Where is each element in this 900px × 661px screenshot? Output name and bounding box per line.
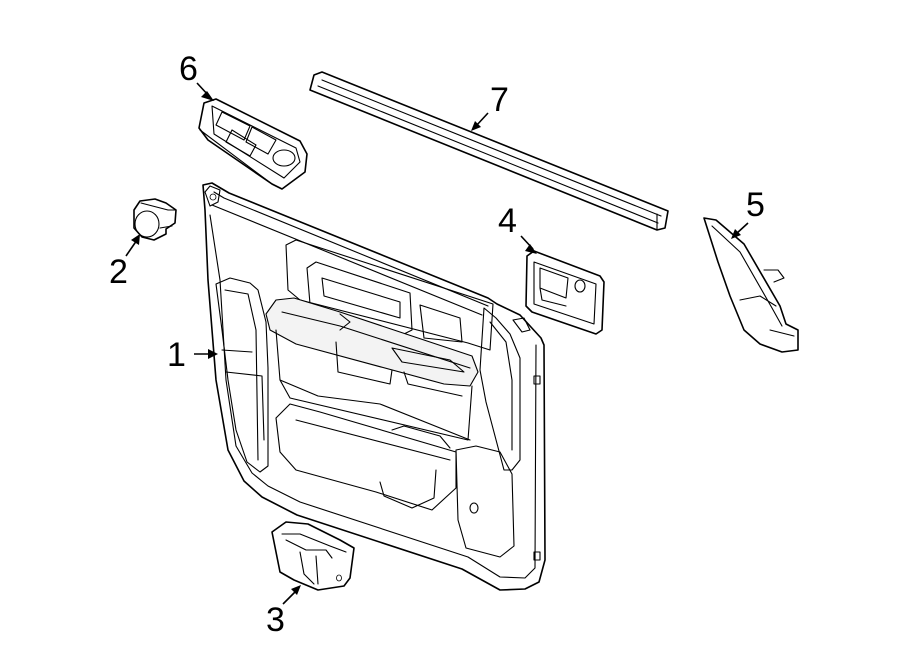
- leader-7: [471, 112, 489, 131]
- part-1-door-trim-panel: [202, 182, 546, 591]
- part-5-sail-panel: [703, 217, 799, 353]
- leader-4: [520, 235, 537, 254]
- leader-5: [731, 222, 749, 239]
- callout-5: 5: [746, 186, 765, 224]
- part-4-handle-bezel: [525, 250, 605, 335]
- callout-1: 1: [167, 336, 186, 374]
- leader-2: [125, 234, 140, 257]
- callout-4: 4: [498, 202, 517, 240]
- callout-2: 2: [109, 253, 128, 291]
- callout-3: 3: [266, 601, 285, 639]
- part-6-window-switch: [198, 98, 308, 190]
- part-3-cup-holder-bin: [271, 521, 355, 591]
- leader-3: [282, 585, 301, 605]
- part-2-push-pin: [133, 198, 177, 241]
- callout-6: 6: [179, 50, 198, 88]
- part-7-weatherstrip: [309, 71, 669, 231]
- callout-7: 7: [490, 81, 509, 119]
- leader-1: [194, 349, 218, 359]
- leader-6: [196, 82, 214, 101]
